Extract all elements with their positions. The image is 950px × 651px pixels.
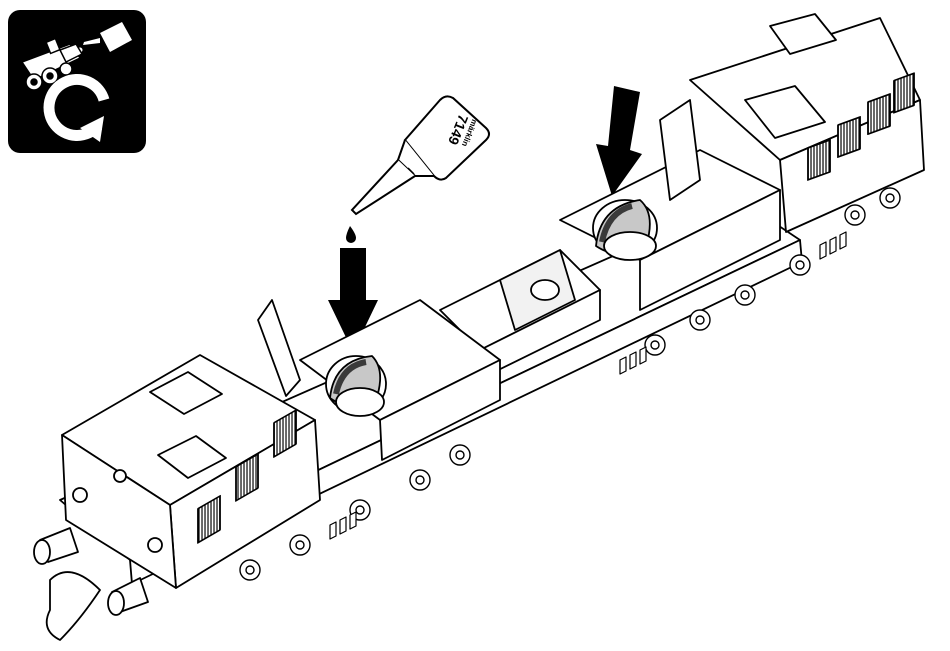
locomotive-chassis: [34, 14, 924, 640]
rear-gear-lubrication-point: [593, 200, 657, 260]
rear-lubrication-arrow: [596, 86, 642, 196]
oil-drop: [346, 226, 356, 243]
oil-bottle: märklin 7149: [346, 96, 489, 243]
oil-maintenance-cycle-icon: [8, 10, 146, 153]
